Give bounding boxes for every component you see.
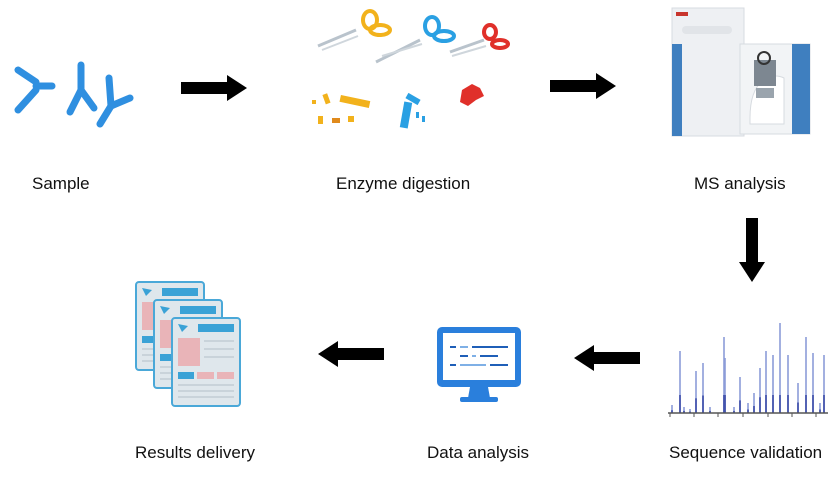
spectrum-icon [668, 323, 828, 417]
arrow-left-icon [574, 345, 640, 371]
antibody-icon [14, 61, 134, 128]
mass-spectrometer-icon [671, 7, 811, 137]
monitor-icon [437, 327, 521, 402]
report-page [171, 317, 241, 407]
scissors-icon [312, 9, 510, 129]
step-label-sample: Sample [32, 174, 90, 193]
step-label-ms-analysis: MS analysis [694, 174, 786, 193]
arrow-right-icon [550, 73, 616, 99]
arrow-down-icon [739, 218, 765, 282]
step-label-enzyme-digestion: Enzyme digestion [336, 174, 471, 193]
arrow-right-icon [181, 75, 247, 101]
report-documents-icon [135, 281, 241, 407]
step-label-results-delivery: Results delivery [135, 443, 255, 462]
step-label-data-analysis: Data analysis [427, 443, 530, 462]
step-label-sequence-validation: Sequence validation [669, 443, 823, 462]
arrow-left-icon [318, 341, 384, 367]
